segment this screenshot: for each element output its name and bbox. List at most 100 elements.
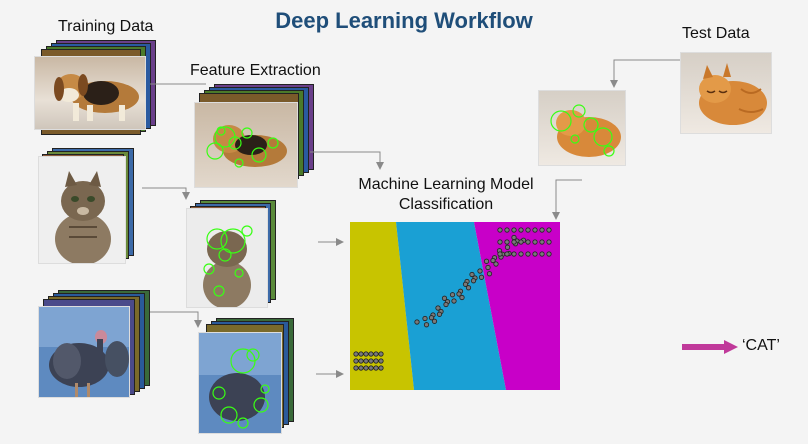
test-data-label: Test Data (682, 25, 750, 42)
arrow-test-to-features (610, 59, 680, 88)
plot-point (532, 239, 538, 245)
feature-stack-turkey (198, 318, 296, 434)
model-label-line2: Classification (398, 196, 494, 213)
feature-stack-dog (194, 84, 318, 188)
turkey-image (38, 306, 130, 398)
plot-point (353, 351, 359, 357)
plot-point (373, 358, 379, 364)
arrow-test-features-to-model (552, 179, 582, 220)
plot-point (478, 274, 485, 280)
test-feature-image (538, 90, 626, 166)
plot-point (504, 244, 511, 250)
plot-point (486, 271, 493, 277)
plot-point (511, 227, 517, 233)
plot-point (518, 251, 524, 257)
plot-point (435, 305, 441, 311)
training-stack-cat (38, 148, 138, 264)
plot-point (378, 351, 384, 357)
plot-point (497, 239, 503, 245)
plot-point (353, 358, 359, 364)
plot-point (469, 271, 475, 278)
plot-point (353, 365, 359, 371)
plot-point (422, 315, 428, 322)
plot-point (373, 351, 379, 357)
cat-image (38, 156, 126, 264)
plot-point (443, 301, 449, 308)
plot-point (485, 264, 491, 271)
plot-point (470, 278, 477, 284)
plot-point (518, 227, 524, 233)
training-stack-dog (34, 40, 160, 135)
plot-point (423, 322, 430, 328)
plot-point (363, 351, 369, 357)
arrow-cat-to-features (142, 187, 190, 200)
plot-point (451, 298, 457, 304)
training-stack-turkey (38, 290, 154, 400)
diagram-title: Deep Learning Workflow (275, 8, 533, 33)
plot-point (368, 351, 374, 357)
plot-point (363, 358, 369, 364)
plot-point (504, 251, 510, 257)
plot-point (477, 268, 483, 274)
plot-point (497, 251, 503, 257)
plot-point (378, 358, 384, 364)
plot-point (518, 239, 524, 245)
arrow-turkey-to-features (150, 311, 202, 328)
plot-point (456, 291, 462, 297)
plot-point (358, 365, 364, 371)
plot-point (511, 239, 517, 245)
plot-point (546, 251, 552, 257)
plot-point (525, 227, 531, 233)
cat-feature-image (186, 208, 268, 308)
plot-point (483, 258, 490, 264)
test-image (680, 52, 772, 134)
plot-point (378, 365, 384, 371)
plot-point (525, 239, 531, 245)
plot-point (363, 365, 369, 371)
turkey-feature-image (198, 332, 282, 434)
plot-point (465, 285, 472, 291)
plot-point (358, 351, 364, 357)
plot-point (462, 281, 469, 287)
plot-point (539, 239, 545, 245)
plot-point (436, 311, 443, 317)
plot-point (539, 251, 545, 257)
plot-point (504, 239, 510, 245)
plot-point (428, 315, 435, 321)
plot-points (353, 227, 552, 371)
plot-point (373, 365, 379, 371)
plot-point (431, 318, 438, 324)
plot-point (504, 227, 510, 233)
region-left (350, 222, 414, 390)
plot-point (368, 358, 374, 364)
result-arrow (682, 340, 738, 354)
plot-point (546, 227, 552, 233)
plot-point (490, 257, 496, 264)
feature-stack-cat (186, 200, 278, 310)
plot-point (358, 358, 364, 364)
plot-point (532, 227, 538, 233)
classification-plot (350, 222, 560, 390)
result-label: ‘CAT’ (742, 337, 780, 354)
arrow-dog-features-to-model (310, 151, 384, 170)
feature-extraction-label: Feature Extraction (190, 62, 321, 79)
dog-image (34, 56, 146, 130)
plot-point (441, 295, 448, 301)
plot-point (546, 239, 552, 245)
training-data-label: Training Data (58, 18, 154, 35)
plot-point (532, 251, 538, 257)
region-middle (396, 222, 506, 390)
plot-point (539, 227, 545, 233)
plot-point (459, 294, 465, 301)
model-label-line1: Machine Learning Model (358, 176, 534, 193)
plot-point (511, 251, 517, 257)
plot-point (449, 292, 456, 298)
plot-point (368, 365, 374, 371)
plot-point (497, 227, 503, 233)
plot-point (511, 234, 517, 241)
dog-feature-image (194, 102, 298, 188)
plot-point (525, 251, 531, 257)
plot-point (493, 261, 499, 267)
plot-point (414, 319, 420, 325)
